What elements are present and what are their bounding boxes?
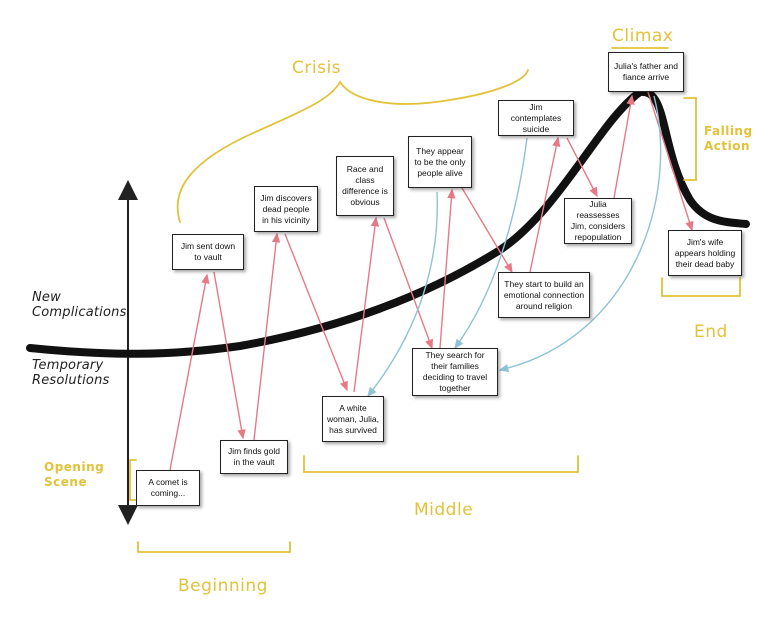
opening-scene-line-1: Opening <box>44 460 105 474</box>
yellow-annotations <box>129 47 741 553</box>
arrow-suicide-to-repop <box>566 137 598 198</box>
event-sent-down: Jim sent down to vault <box>172 234 244 270</box>
arrow-julia-to-race <box>353 216 380 393</box>
event-only-people: They appear to be the only people alive <box>408 136 472 188</box>
label-climax: Climax <box>612 26 674 46</box>
crisis-brace <box>176 69 529 223</box>
arrow-only-to-connection <box>461 187 513 274</box>
arrow-father-to-families <box>498 95 662 373</box>
event-wife: Jim's wife appears holding their dead ba… <box>668 230 742 276</box>
arrow-only-to-julia <box>367 191 438 398</box>
arrow-sent-to-gold <box>213 271 246 440</box>
arrow-race-to-families <box>383 217 434 350</box>
label-falling-action: Falling Action <box>704 124 753 154</box>
axis-down-line-2: Resolutions <box>32 373 110 388</box>
beginning-bracket <box>137 541 291 553</box>
falling-action-line-2: Action <box>704 139 751 153</box>
falling-action-bracket <box>683 97 697 181</box>
arrow-father-to-wife <box>647 91 694 232</box>
red-arrows <box>169 91 694 471</box>
event-father-fiance: Julia's father and fiance arrive <box>608 52 684 92</box>
arrow-suicide-to-families <box>454 137 528 350</box>
arrow-gold-to-dead <box>253 232 281 441</box>
label-opening-scene: Opening Scene <box>44 460 104 490</box>
event-connection: They start to build an emotional connect… <box>498 272 590 318</box>
event-dead-people: Jim discovers dead people in his vicinit… <box>254 186 318 232</box>
opening-scene-line-2: Scene <box>44 475 88 489</box>
arrow-repop-to-father <box>613 94 635 199</box>
arrow-comet-to-sent <box>169 273 210 471</box>
arrow-dead-to-julia <box>284 233 348 392</box>
event-gold: Jim finds gold in the vault <box>220 440 288 474</box>
event-julia-survived: A white woman, Julia, has survived <box>322 396 384 442</box>
event-comet: A comet is coming... <box>136 470 200 506</box>
axis-down-line-1: Temporary <box>32 358 104 373</box>
event-families: They search for their families deciding … <box>412 348 498 396</box>
label-crisis: Crisis <box>292 58 342 78</box>
label-end: End <box>694 322 728 342</box>
label-middle: Middle <box>414 500 474 520</box>
plot-curve <box>26 87 750 358</box>
event-repopulation: Julia reassesses Jim, considers repopula… <box>564 198 632 244</box>
label-beginning: Beginning <box>178 576 268 596</box>
event-race-class: Race and class difference is obvious <box>336 156 394 216</box>
axis-label-temporary-resolutions: Temporary Resolutions <box>32 358 109 388</box>
event-suicide: Jim contemplates suicide <box>498 100 574 136</box>
arrow-families-to-only <box>439 188 456 349</box>
opening-scene-bracket <box>129 459 137 501</box>
axis-up-line-1: New <box>32 290 61 305</box>
end-bracket <box>661 277 741 297</box>
axis-up-line-2: Complications <box>32 305 127 320</box>
middle-bracket <box>303 455 579 473</box>
axis-label-new-complications: New Complications <box>32 290 127 320</box>
falling-action-line-1: Falling <box>704 124 753 138</box>
arrow-connection-to-suicide <box>529 136 561 273</box>
blue-arrows <box>367 95 662 398</box>
